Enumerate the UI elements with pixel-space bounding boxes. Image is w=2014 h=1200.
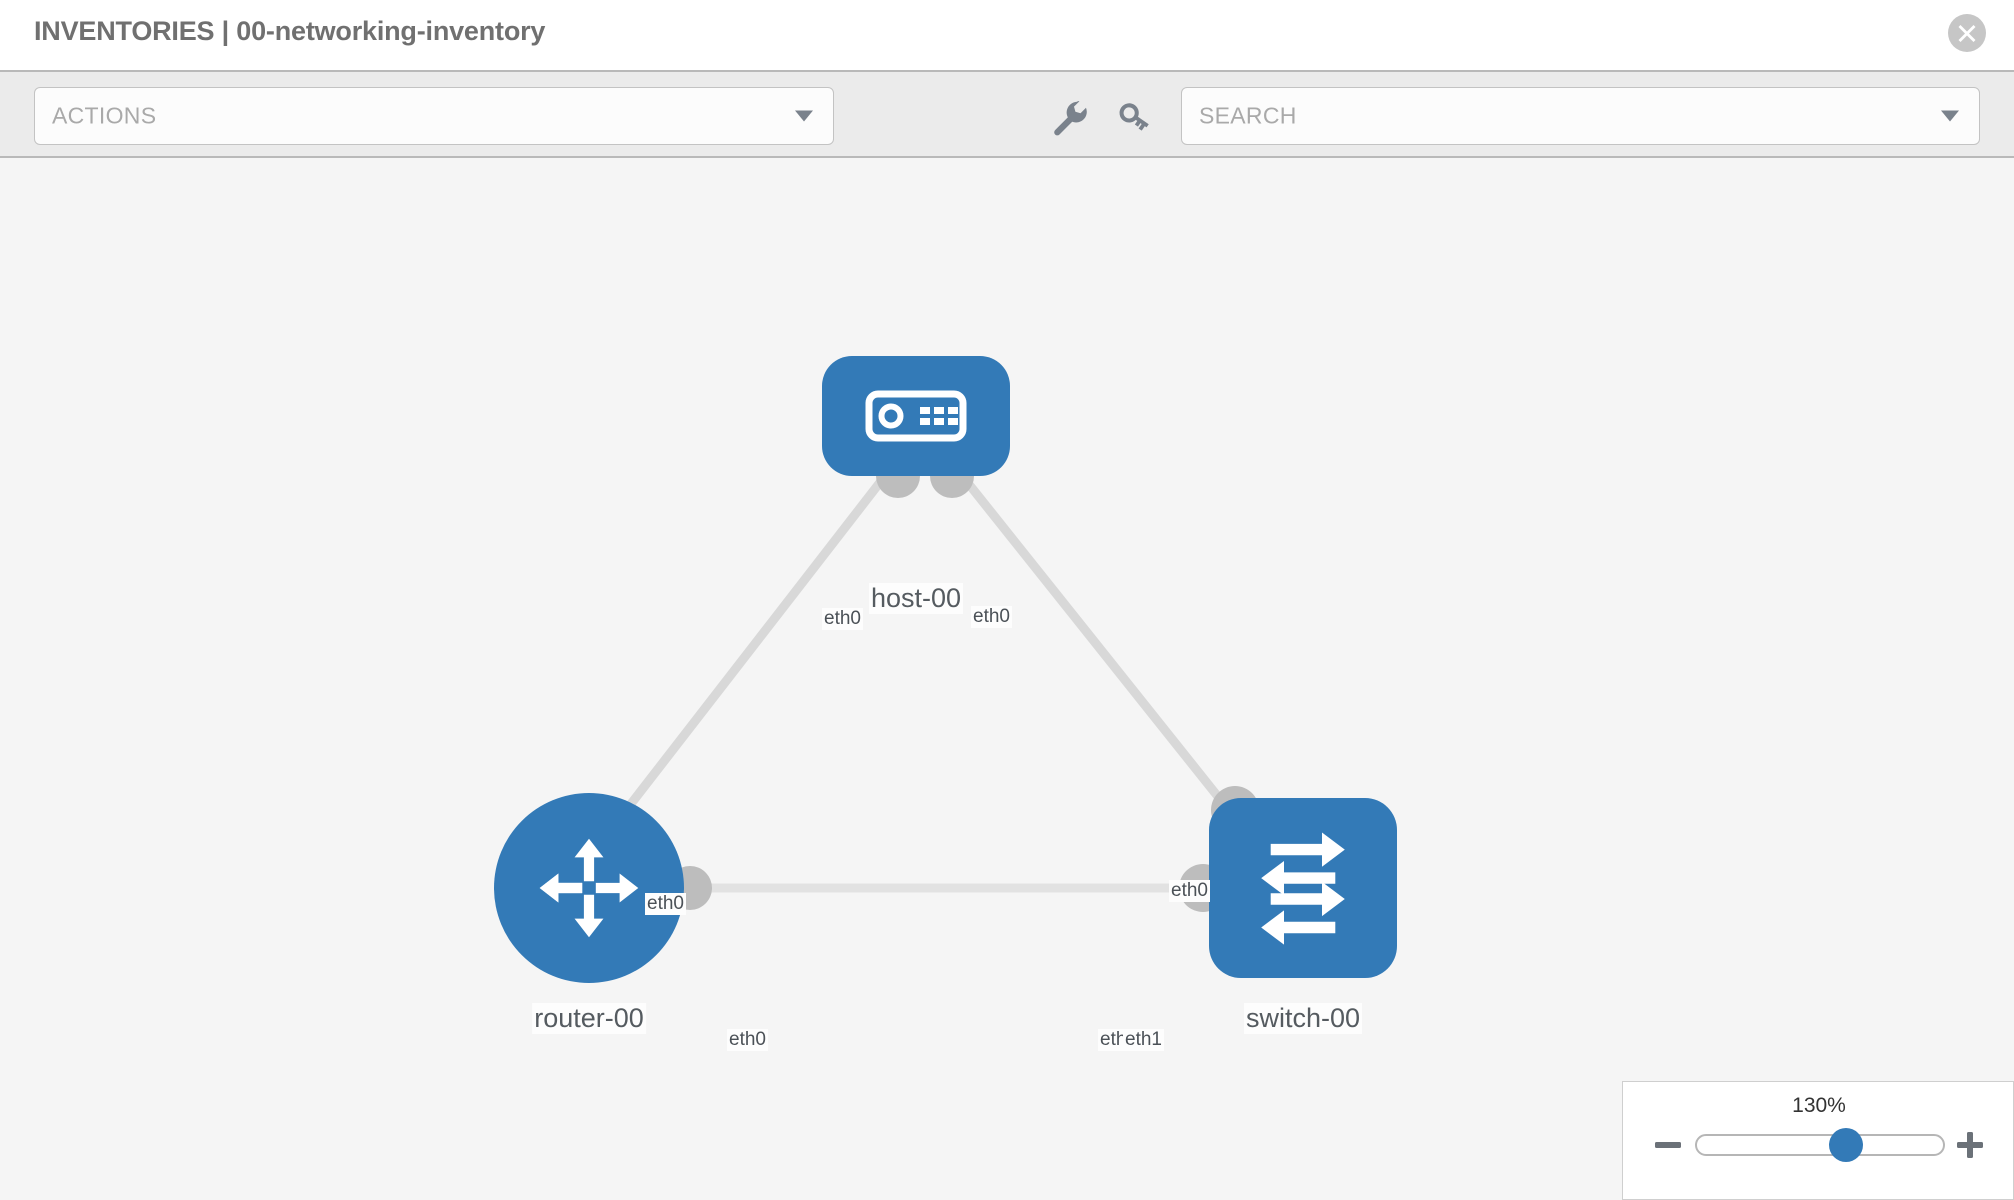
- node-label-router: router-00: [532, 1003, 646, 1034]
- search-placeholder: SEARCH: [1199, 102, 1297, 129]
- node-router-00[interactable]: [494, 793, 684, 983]
- zoom-slider-thumb[interactable]: [1828, 1128, 1863, 1162]
- port-label-host-left: eth0: [822, 608, 863, 630]
- topology-links: [616, 460, 1239, 893]
- port-label-switch-left-eth1: eth1: [1123, 1029, 1164, 1051]
- node-host-00[interactable]: [822, 356, 1010, 476]
- zoom-slider-track[interactable]: [1695, 1134, 1945, 1156]
- port-label-host-right: eth0: [971, 606, 1012, 628]
- topology-canvas[interactable]: host-00 router-00 switch-00 eth0 eth0 et…: [0, 158, 2014, 1200]
- actions-dropdown[interactable]: ACTIONS: [34, 87, 834, 145]
- key-icon[interactable]: [1116, 98, 1154, 136]
- port-label-router-right: eth0: [727, 1029, 768, 1051]
- link-host-switch[interactable]: [948, 460, 1239, 821]
- topology-ports: [668, 454, 1259, 912]
- actions-dropdown-label: ACTIONS: [52, 102, 157, 129]
- node-label-host: host-00: [868, 583, 964, 614]
- chevron-down-icon: [795, 110, 813, 122]
- search-input[interactable]: SEARCH: [1181, 87, 1980, 145]
- plus-icon[interactable]: [1955, 1130, 1985, 1160]
- zoom-level-label: 130%: [1792, 1094, 1846, 1117]
- close-icon[interactable]: [1948, 14, 1986, 52]
- titlebar: INVENTORIES | 00-networking-inventory: [0, 0, 2014, 70]
- node-switch-00[interactable]: [1209, 798, 1397, 978]
- topology-graph: [494, 356, 1397, 983]
- zoom-control-panel: 130%: [1622, 1081, 2014, 1200]
- toolbar: ACTIONS SEARCH: [0, 70, 2014, 158]
- port-label-router-up: eth0: [645, 893, 686, 915]
- chevron-down-icon: [1941, 110, 1959, 122]
- minus-icon[interactable]: [1653, 1130, 1683, 1160]
- link-host-router[interactable]: [616, 460, 899, 821]
- node-label-switch: switch-00: [1243, 1003, 1363, 1034]
- port-label-switch-up: eth0: [1169, 880, 1210, 902]
- wrench-icon[interactable]: [1050, 98, 1088, 136]
- page-title: INVENTORIES | 00-networking-inventory: [34, 16, 546, 46]
